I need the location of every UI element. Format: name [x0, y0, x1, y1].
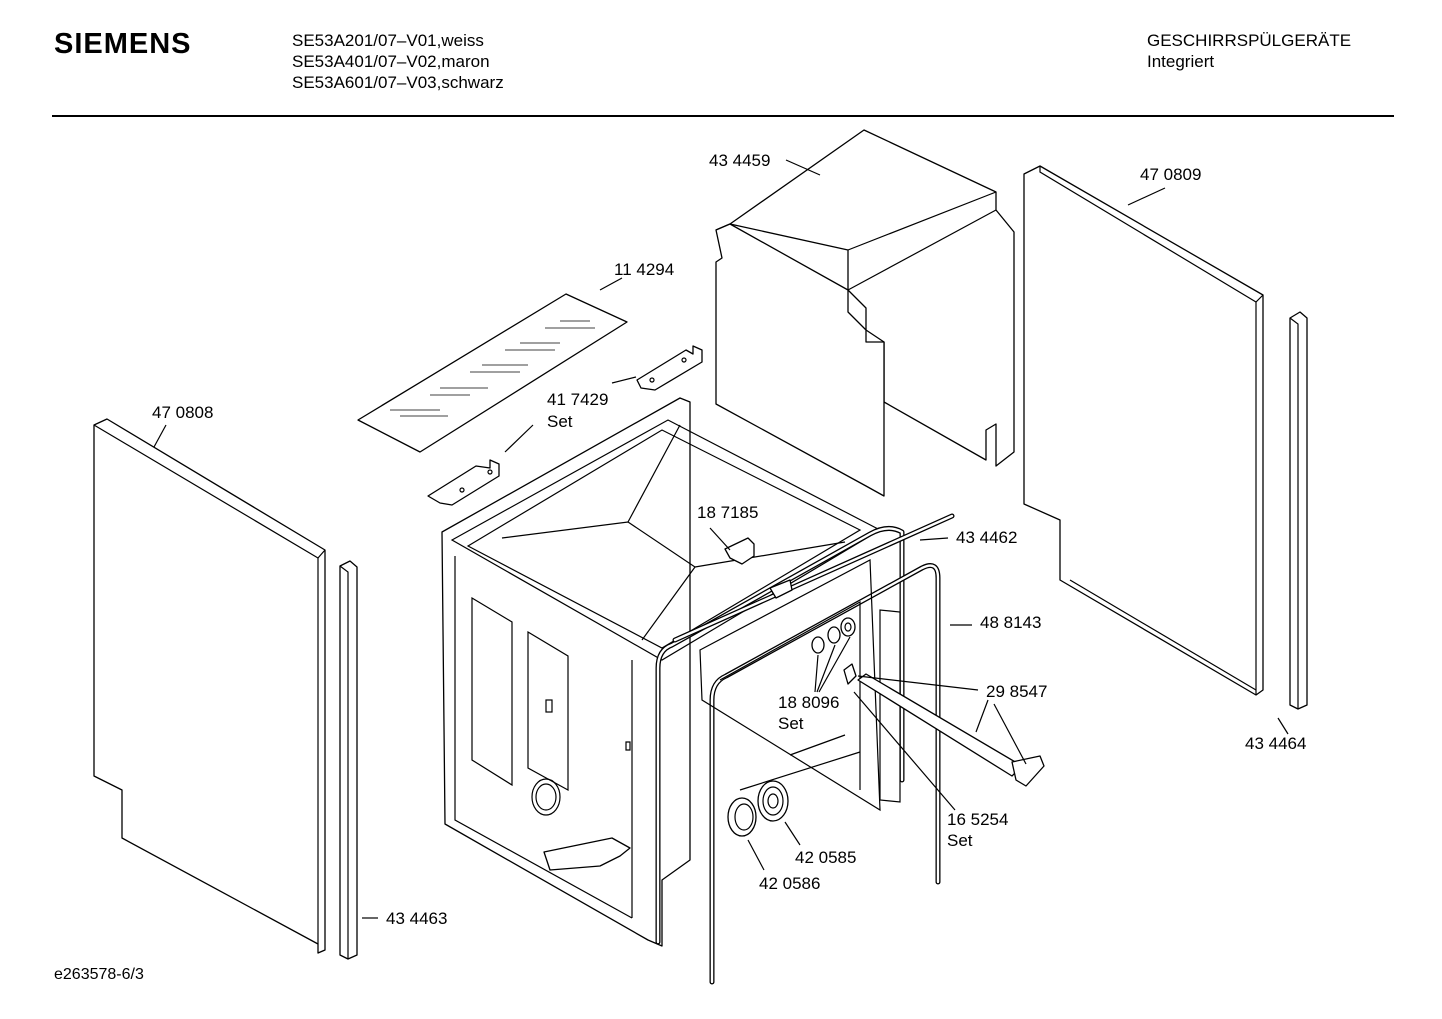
brand-logo: SIEMENS: [54, 28, 192, 60]
part-label: 47 0808: [152, 403, 213, 422]
right-trim-strip: [1289, 311, 1308, 710]
part-labels: 43 4459 47 0809 11 4294 47 0808 41 7429 …: [152, 151, 1306, 928]
door-hinge-rod: [843, 663, 1045, 787]
part-label: 41 7429: [547, 390, 608, 409]
insulation-cover: [715, 129, 1015, 497]
part-label: 43 4459: [709, 151, 770, 170]
part-label: 16 5254: [947, 810, 1008, 829]
part-label: 18 8096: [778, 693, 839, 712]
part-label: 11 4294: [614, 260, 674, 279]
fittings-set: [811, 617, 856, 654]
part-label: 29 8547: [986, 682, 1047, 701]
document-id: e263578-6/3: [54, 966, 144, 983]
part-label: 48 8143: [980, 613, 1041, 632]
part-label: 42 0586: [759, 874, 820, 893]
part-label-set: Set: [778, 714, 804, 733]
part-label: 42 0585: [795, 848, 856, 867]
part-label: 43 4462: [956, 528, 1017, 547]
model-line: SE53A601/07–V03,schwarz: [292, 73, 504, 92]
top-cover-sheet: [357, 293, 628, 453]
hinge-clip: [724, 537, 793, 599]
category-title: GESCHIRRSPÜLGERÄTE: [1147, 31, 1352, 50]
appliance-category: GESCHIRRSPÜLGERÄTE Integriert: [1147, 30, 1351, 72]
part-label-set: Set: [947, 831, 973, 850]
part-label-set: Set: [547, 412, 573, 431]
header-divider: [52, 115, 1394, 117]
left-side-panel: [93, 418, 326, 954]
left-trim-strip: [339, 560, 358, 960]
mounting-bracket-lower: [427, 459, 500, 506]
part-label: 18 7185: [697, 503, 758, 522]
door-seal-frame: [655, 513, 955, 985]
part-label: 43 4463: [386, 909, 447, 928]
right-side-panel: [1023, 165, 1264, 696]
part-label: 47 0809: [1140, 165, 1201, 184]
category-subtitle: Integriert: [1147, 52, 1215, 71]
leader-lines: [153, 159, 1289, 919]
model-line: SE53A401/07–V02,maron: [292, 52, 490, 71]
model-list: SE53A201/07–V01,weiss SE53A401/07–V02,ma…: [292, 30, 504, 93]
model-line: SE53A201/07–V01,weiss: [292, 31, 484, 50]
mounting-bracket-upper: [636, 345, 703, 391]
part-label: 43 4464: [1245, 734, 1306, 753]
drain-seal-rings: [727, 780, 789, 837]
